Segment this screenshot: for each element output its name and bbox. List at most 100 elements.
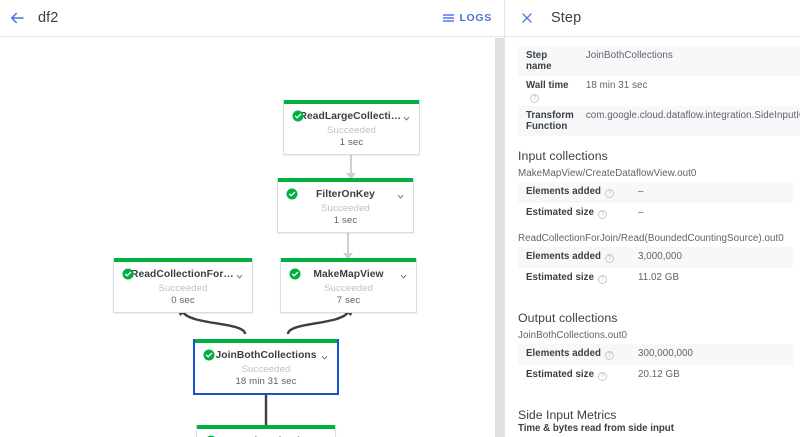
help-icon[interactable]: ? (598, 274, 608, 284)
success-check-icon (203, 348, 215, 361)
help-icon[interactable]: ? (605, 350, 614, 360)
metric-row: Elements added? 3,000,000 (518, 246, 793, 268)
node-elapsed-time: 0 sec (171, 295, 195, 306)
node-status-bar (197, 425, 335, 429)
summary-value: com.google.cloud.dataflow.integration.Si… (585, 110, 800, 121)
step-panel-title: Step (551, 10, 582, 26)
help-icon[interactable]: ? (605, 253, 614, 263)
metric-key: Elements added? (518, 344, 630, 365)
summary-row: Step name JoinBothCollections (518, 46, 800, 76)
input-collection-name: MakeMapView/CreateDataflowView.out0 (518, 168, 697, 179)
node-status-bar (278, 178, 413, 182)
node-status-bar (281, 258, 416, 262)
group-spacer (505, 289, 800, 298)
metric-row: Estimated size? 20.12 GB (518, 365, 793, 386)
metric-value: – (638, 206, 644, 218)
node-status-bar (195, 339, 337, 343)
node-elapsed-time: 18 min 31 sec (235, 376, 297, 387)
help-icon[interactable]: ? (530, 94, 539, 103)
metric-key: Elements added? (518, 247, 630, 268)
node-status: Succeeded (324, 283, 373, 294)
graph-scrollbar-thumb[interactable] (495, 38, 504, 437)
summary-row: Wall time? 18 min 31 sec (518, 76, 800, 106)
metric-value: 20.12 GB (638, 368, 680, 380)
page-title: df2 (38, 10, 59, 26)
summary-key: Transform Function (526, 110, 574, 132)
chevron-down-icon[interactable] (399, 268, 408, 279)
node-status: Succeeded (241, 364, 291, 375)
metric-value: 3,000,000 (638, 250, 683, 262)
group-spacer (505, 386, 800, 395)
metric-value: 300,000,000 (638, 347, 694, 359)
chevron-down-icon[interactable] (402, 110, 411, 121)
metric-row: Elements added?– (518, 182, 793, 203)
input-metrics-table: Elements added?–Estimated size?– (518, 182, 793, 224)
node-elapsed-time: 1 sec (333, 215, 358, 226)
summary-value: JoinBothCollections (585, 50, 673, 61)
back-arrow-icon[interactable] (0, 0, 34, 37)
help-icon[interactable]: ? (598, 371, 608, 381)
chevron-down-icon[interactable] (320, 349, 329, 360)
metric-row: Elements added? 300,000,000 (518, 343, 793, 365)
job-graph-pane: df2 LOGS (0, 0, 504, 437)
node-status: Succeeded (327, 125, 376, 136)
node-elapsed-time: 7 sec (336, 295, 361, 306)
metric-row: Estimated size? 11.02 GB (518, 268, 793, 289)
help-icon[interactable]: ? (598, 209, 608, 219)
metric-value: 11.02 GB (638, 271, 680, 283)
logs-button[interactable]: LOGS (443, 12, 492, 24)
side-input-metrics-heading: Side Input Metrics (518, 407, 617, 422)
step-panel-header: Step (505, 0, 800, 37)
output-collection-name: JoinBothCollections.out0 (518, 329, 628, 341)
node-status: Succeeded (321, 203, 370, 214)
side-input-metrics-subheading: Time & bytes read from side input (518, 422, 674, 434)
top-app-bar: df2 LOGS (0, 0, 504, 37)
input-collection-name: ReadCollectionForJoin/Read(BoundedCounti… (518, 232, 784, 244)
node-status: Succeeded (158, 283, 208, 294)
success-check-icon (286, 187, 298, 200)
summary-key: Step name (526, 50, 552, 72)
help-icon[interactable]: ? (605, 189, 614, 198)
logs-button-label: LOGS (459, 12, 492, 24)
summary-value: 18 min 31 sec (585, 80, 648, 91)
summary-key: Wall time? (526, 80, 569, 103)
output-collections-heading: Output collections (518, 310, 618, 325)
node-status-bar (114, 258, 252, 262)
chevron-down-icon[interactable] (235, 268, 244, 279)
chevron-down-icon[interactable] (396, 188, 405, 199)
logs-list-icon (443, 14, 455, 22)
node-status-bar (284, 100, 419, 104)
metric-key: Estimated size? (518, 365, 630, 386)
success-check-icon (292, 109, 304, 122)
close-x-icon[interactable] (517, 8, 537, 28)
group-spacer (505, 224, 800, 233)
metric-row: Estimated size?– (518, 203, 793, 224)
metric-key: Estimated size? (518, 268, 630, 289)
node-title: ReadCollectionForJoin (131, 269, 235, 280)
summary-row: Transform Function com.google.cloud.dataf… (518, 106, 800, 136)
graph-scrollbar[interactable] (495, 38, 504, 437)
node-title: JoinBothCollections (215, 350, 317, 361)
metric-value: – (638, 186, 644, 197)
node-title: FilterOnKey (316, 189, 375, 200)
node-title: ReadLargeCollectionFr... (299, 111, 404, 122)
success-check-icon (289, 267, 301, 280)
node-title: MakeMapView (313, 269, 384, 280)
success-check-icon (122, 267, 134, 280)
metric-key: Estimated size? (518, 203, 630, 224)
